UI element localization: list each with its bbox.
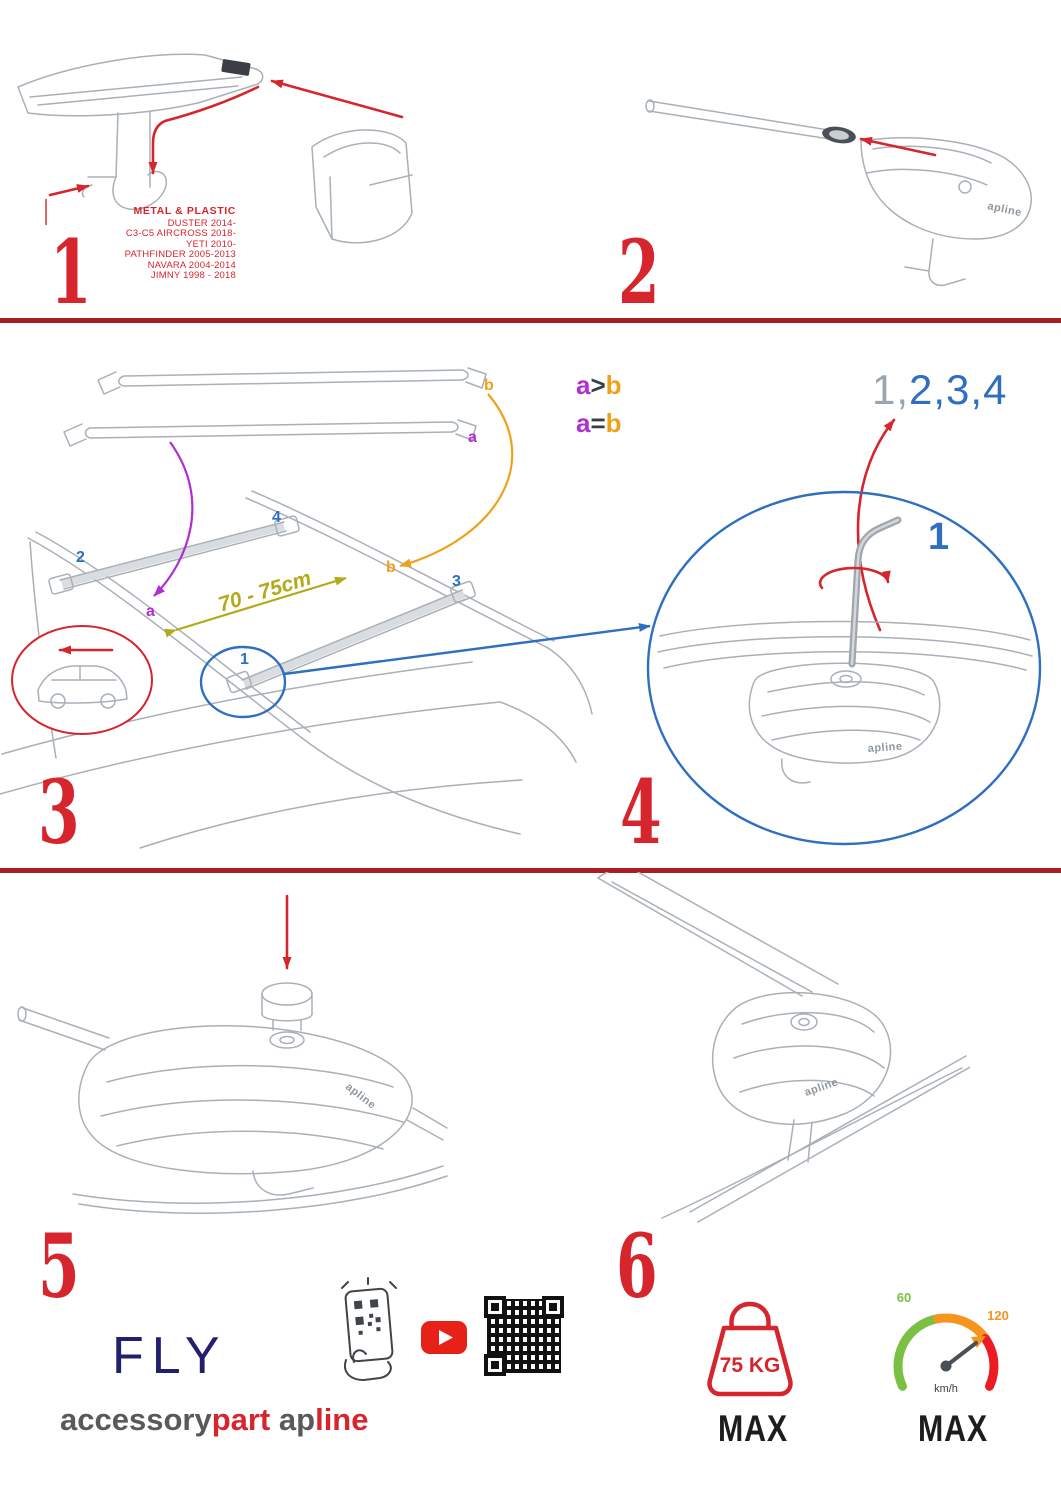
max-speed-icon: 60 120 km/h — [893, 1290, 1009, 1395]
allen-key-highlight — [850, 518, 900, 666]
product-name: FLY — [112, 1327, 228, 1385]
step4-zoom-drawing: apline — [646, 490, 1042, 846]
step2-bar-end-drawing: apline — [645, 99, 1032, 287]
insert-arrow — [859, 136, 937, 157]
rotate-key-arrow — [818, 566, 891, 590]
section-divider-top — [0, 318, 1061, 323]
qr-finder-topleft — [484, 1296, 506, 1318]
roof-a-label: a — [146, 603, 155, 620]
position-1-label: 1 — [240, 651, 249, 668]
car-roof-sketch — [0, 490, 593, 849]
section-divider-bottom — [0, 868, 1061, 873]
bar-end-slot-inner — [829, 130, 849, 140]
model-item: JIMNY 1998 - 2018 — [150, 270, 236, 281]
speed-max-label: MAX — [918, 1408, 988, 1449]
needle-tip — [971, 1336, 986, 1348]
brand-wordmark: accessorypart apline — [60, 1402, 369, 1437]
vehicle-model-list: METAL & PLASTIC DUSTER 2014- C3-C5 AIRCR… — [40, 206, 236, 282]
sequence-pointer-arrow — [856, 418, 896, 632]
scan-qr-phone-icon — [341, 1277, 397, 1381]
max-weight-value: 75 KG — [720, 1354, 781, 1377]
mounted-foot-sketch — [597, 872, 970, 1223]
allen-key — [848, 516, 902, 668]
bar-a-guide-arrow — [153, 441, 194, 597]
zoom-arrow — [283, 622, 651, 676]
bar-b-guide-arrow — [399, 393, 514, 568]
model-item: DUSTER 2014- — [167, 217, 236, 229]
youtube-icon — [421, 1321, 467, 1354]
step-number-6: 6 — [616, 1214, 658, 1318]
step-number-3: 3 — [38, 760, 80, 864]
step-number-4: 4 — [620, 760, 662, 864]
position-2-label: 2 — [76, 549, 85, 566]
roof-b-label: b — [386, 559, 396, 576]
distance-arrow — [164, 576, 347, 638]
speed-high-label: 120 — [987, 1308, 1009, 1323]
foot-zoom-sketch — [657, 620, 1033, 784]
apline-logo-text: apline — [343, 1081, 378, 1112]
rule-a-gt-b: a>b — [576, 370, 622, 400]
bar-b-label: b — [484, 377, 494, 394]
position-3-label: 3 — [452, 573, 461, 590]
speed-low-label: 60 — [897, 1290, 911, 1305]
red-arrows — [48, 79, 404, 197]
needle — [944, 1341, 978, 1368]
step5-knob-drawing: apline — [17, 894, 448, 1214]
step-number-5: 5 — [38, 1214, 80, 1318]
apline-logo-text: apline — [867, 741, 903, 755]
model-item: YETI 2010- — [185, 238, 236, 250]
step1-clamp-drawing — [17, 53, 413, 244]
apline-logo-text: apline — [803, 1076, 840, 1099]
tightening-sequence: 1,2,3,4 — [872, 366, 1008, 413]
focus-circle — [199, 645, 287, 719]
rule-a-eq-b: a=b — [576, 408, 622, 438]
qr-code — [484, 1296, 564, 1376]
model-item: C3-C5 AIRCROSS 2018- — [125, 228, 236, 239]
mounted-crossbars — [48, 515, 476, 694]
model-item: PATHFINDER 2005-2013 — [124, 249, 236, 260]
bar-size-rules: a>b a=b — [576, 366, 622, 442]
loose-bars-sketch — [63, 367, 487, 447]
speed-unit-label: km/h — [934, 1383, 958, 1395]
sequence-first-callout: 1 — [928, 516, 950, 558]
foot-knob-sketch — [17, 982, 448, 1214]
step-number-1: 1 — [50, 220, 92, 324]
material-label: METAL & PLASTIC — [133, 205, 236, 217]
zoom-bubble-circle — [646, 490, 1042, 846]
max-weight-icon: 75 KG — [707, 1301, 793, 1397]
qr-finder-bottomleft — [484, 1354, 506, 1376]
apline-logo-text: apline — [986, 200, 1023, 219]
weight-max-label: MAX — [718, 1408, 788, 1449]
bar-logo-patch — [221, 59, 251, 76]
step-number-2: 2 — [618, 220, 660, 324]
bar-end-sketch — [645, 99, 1032, 287]
car-direction-inset — [11, 625, 153, 735]
step6-mounted-foot-drawing: apline — [597, 872, 970, 1223]
bar-a-label: a — [468, 429, 477, 446]
position-4-label: 4 — [272, 509, 281, 526]
qr-finder-topright — [542, 1296, 564, 1318]
model-item: NAVARA 2004-2014 — [147, 259, 236, 271]
clamp-sketch — [17, 53, 413, 244]
step3-roof-layout-drawing: b a 2 4 3 1 b a — [0, 367, 651, 849]
needle-hub — [940, 1360, 952, 1372]
